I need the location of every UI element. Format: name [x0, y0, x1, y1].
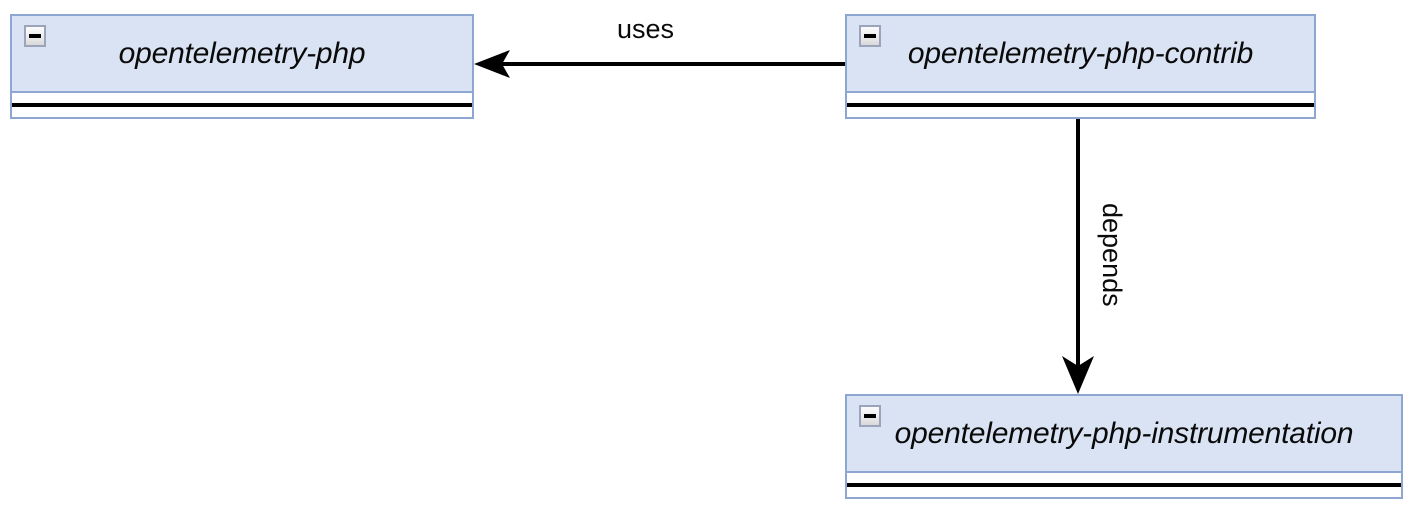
- depends-edge-arrowhead: [1062, 356, 1094, 394]
- uml-compartment-lower: [847, 487, 1401, 497]
- uml-compartment-upper: [847, 473, 1401, 483]
- uml-node-body: [12, 93, 472, 117]
- minus-icon[interactable]: [859, 25, 881, 47]
- minus-icon[interactable]: [859, 405, 881, 427]
- uml-node-body: [847, 473, 1401, 497]
- uml-compartment-lower: [847, 107, 1314, 117]
- depends-edge-label: depends: [1097, 203, 1127, 307]
- uml-node-title: opentelemetry-php-contrib: [907, 36, 1254, 70]
- uml-compartment-divider: [847, 483, 1401, 487]
- uml-node-opentelemetry-php-instrumentation[interactable]: opentelemetry-php-instrumentation: [845, 394, 1403, 499]
- minus-bar: [29, 34, 41, 38]
- uml-compartment-divider: [847, 103, 1314, 107]
- uml-node-title: opentelemetry-php: [118, 36, 366, 70]
- uml-node-opentelemetry-php[interactable]: opentelemetry-php: [10, 14, 474, 119]
- uml-node-header: opentelemetry-php: [12, 16, 472, 93]
- uml-node-header: opentelemetry-php-contrib: [847, 16, 1314, 93]
- minus-bar: [864, 34, 876, 38]
- minus-bar: [864, 414, 876, 418]
- uses-edge-arrowhead: [474, 50, 510, 78]
- uml-compartment-lower: [12, 107, 472, 117]
- uml-compartment-upper: [847, 93, 1314, 103]
- uml-node-header: opentelemetry-php-instrumentation: [847, 396, 1401, 473]
- uml-compartment-upper: [12, 93, 472, 103]
- uml-node-body: [847, 93, 1314, 117]
- uml-node-opentelemetry-php-contrib[interactable]: opentelemetry-php-contrib: [845, 14, 1316, 119]
- minus-icon[interactable]: [24, 25, 46, 47]
- uml-compartment-divider: [12, 103, 472, 107]
- uml-node-title: opentelemetry-php-instrumentation: [894, 416, 1354, 450]
- uses-edge-label: uses: [617, 14, 675, 44]
